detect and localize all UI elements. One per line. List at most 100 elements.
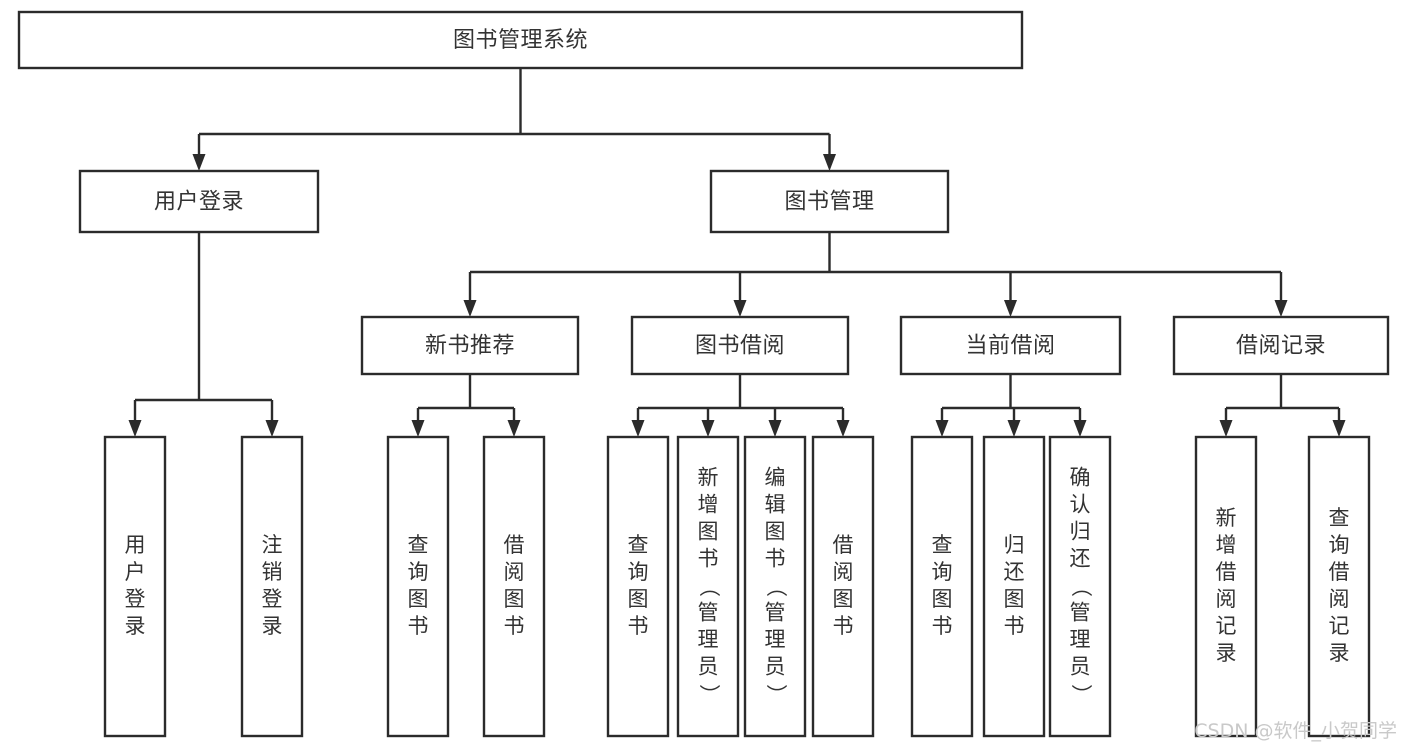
svg-text:图: 图 (698, 520, 719, 544)
node-box-leaf-query-borrow-record[interactable] (1307, 435, 1371, 738)
node-box-root[interactable] (17, 10, 1024, 70)
node-box-current-borrow[interactable] (899, 315, 1122, 376)
node-box-user-login[interactable] (78, 169, 320, 234)
svg-text:销: 销 (262, 560, 283, 584)
node-book-manage[interactable]: 图书管理 (709, 169, 950, 234)
svg-text:（: （ (697, 576, 721, 597)
svg-text:阅: 阅 (1216, 587, 1237, 611)
node-box-new-book-recommend[interactable] (360, 315, 580, 376)
node-root[interactable]: 图书管理系统 (17, 10, 1024, 70)
svg-text:归: 归 (1004, 533, 1025, 557)
svg-text:图: 图 (628, 587, 649, 611)
nodes-layer: 图书管理系统用户登录图书管理新书推荐图书借阅当前借阅借阅记录用户登录注销登录查询… (17, 10, 1390, 738)
svg-text:员: 员 (765, 655, 786, 679)
svg-text:注: 注 (262, 533, 283, 557)
edge-group-new-book-recommend (411, 374, 521, 437)
svg-text:辑: 辑 (765, 493, 786, 517)
node-box-book-manage[interactable] (709, 169, 950, 234)
node-label-borrow-record: 借阅记录 (1236, 334, 1326, 359)
svg-text:记: 记 (1216, 614, 1237, 638)
svg-text:书: 书 (932, 614, 953, 638)
svg-text:登: 登 (262, 587, 283, 611)
svg-text:认: 认 (1070, 493, 1091, 517)
node-box-leaf-logout[interactable] (240, 435, 304, 738)
svg-text:用: 用 (125, 533, 146, 557)
svg-text:（: （ (764, 576, 788, 597)
node-box-leaf-borrow-book[interactable] (811, 435, 875, 738)
node-box-leaf-query-book-borrow[interactable] (606, 435, 670, 738)
svg-text:录: 录 (262, 614, 283, 638)
node-borrow-record[interactable]: 借阅记录 (1172, 315, 1390, 376)
svg-text:借: 借 (833, 533, 854, 557)
svg-text:编: 编 (765, 466, 786, 490)
node-box-leaf-edit-book-admin[interactable] (743, 435, 807, 738)
node-label-root: 图书管理系统 (453, 28, 588, 53)
svg-text:查: 查 (1329, 506, 1350, 530)
node-leaf-user-login[interactable]: 用户登录 (103, 435, 167, 738)
node-label-user-login: 用户登录 (154, 190, 244, 215)
node-box-book-borrow[interactable] (630, 315, 850, 376)
node-box-leaf-user-login[interactable] (103, 435, 167, 738)
node-new-book-recommend[interactable]: 新书推荐 (360, 315, 580, 376)
svg-text:借: 借 (504, 533, 525, 557)
node-book-borrow[interactable]: 图书借阅 (630, 315, 850, 376)
node-box-leaf-return-book[interactable] (982, 435, 1046, 738)
svg-text:查: 查 (932, 533, 953, 557)
svg-text:确: 确 (1070, 466, 1091, 490)
node-box-leaf-add-borrow-record[interactable] (1194, 435, 1258, 738)
svg-text:归: 归 (1070, 520, 1091, 544)
node-box-leaf-query-book-current[interactable] (910, 435, 974, 738)
svg-text:员: 员 (1070, 655, 1091, 679)
svg-text:理: 理 (1070, 628, 1091, 652)
node-box-borrow-record[interactable] (1172, 315, 1390, 376)
svg-text:管: 管 (765, 601, 786, 625)
node-box-leaf-confirm-return-admin[interactable] (1048, 435, 1112, 738)
svg-text:）: ） (1069, 684, 1093, 705)
svg-text:询: 询 (932, 560, 953, 584)
svg-text:借: 借 (1329, 560, 1350, 584)
svg-text:图: 图 (833, 587, 854, 611)
node-box-leaf-query-book-rec[interactable] (386, 435, 450, 738)
node-label-book-borrow: 图书借阅 (695, 334, 785, 359)
node-user-login[interactable]: 用户登录 (78, 169, 320, 234)
node-current-borrow[interactable]: 当前借阅 (899, 315, 1122, 376)
svg-text:理: 理 (765, 628, 786, 652)
edge-group-current-borrow (935, 374, 1087, 437)
node-box-leaf-add-book-admin[interactable] (676, 435, 740, 738)
svg-text:询: 询 (408, 560, 429, 584)
svg-text:查: 查 (628, 533, 649, 557)
watermark-label: CSDN @软件_小贺同学 (1194, 720, 1397, 742)
svg-text:录: 录 (125, 614, 146, 638)
svg-text:增: 增 (698, 493, 719, 517)
svg-text:书: 书 (1004, 614, 1025, 638)
svg-text:阅: 阅 (504, 560, 525, 584)
node-box-leaf-borrow-book-rec[interactable] (482, 435, 546, 738)
svg-text:还: 还 (1070, 547, 1091, 571)
svg-text:询: 询 (1329, 533, 1350, 557)
svg-text:图: 图 (1004, 587, 1025, 611)
svg-text:书: 书 (408, 614, 429, 638)
